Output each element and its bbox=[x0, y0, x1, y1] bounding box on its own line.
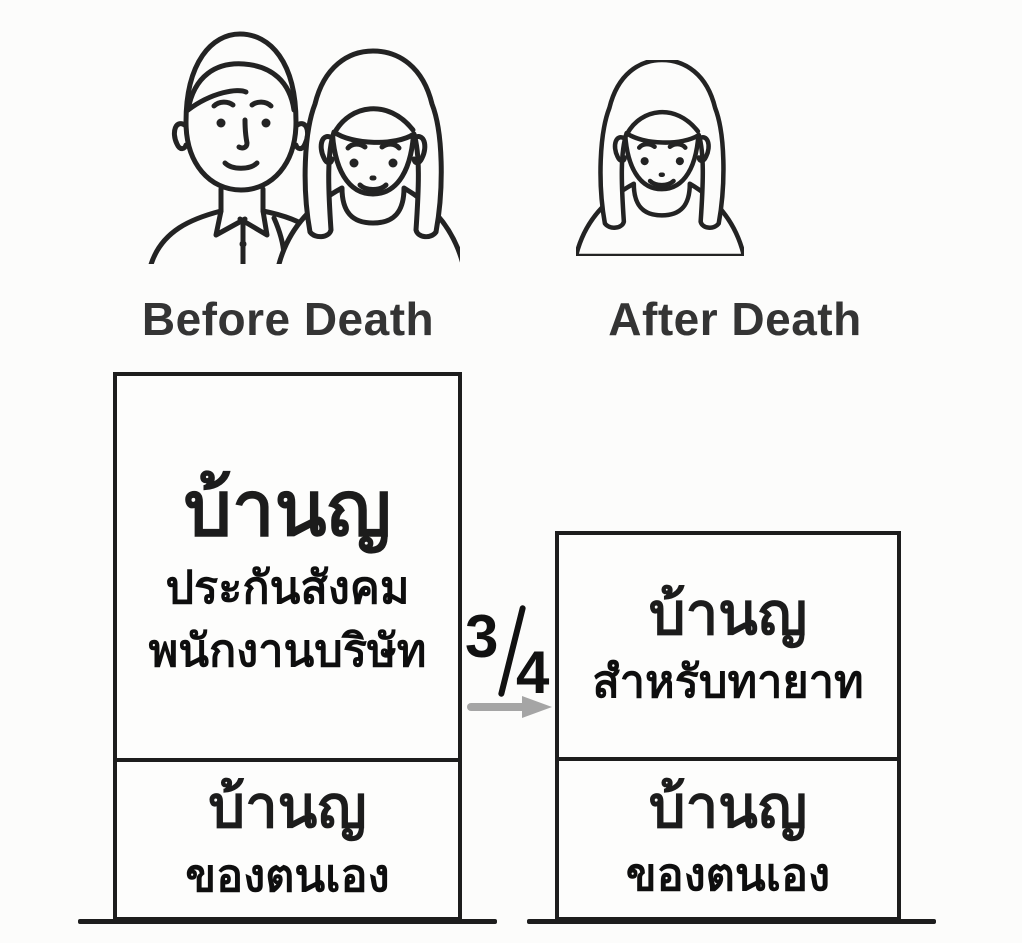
pension-for-heirs-box: บ้านญ สำหรับทายาท bbox=[559, 535, 897, 757]
after-death-heading: After Death bbox=[608, 293, 862, 345]
woman-icon bbox=[576, 60, 744, 256]
box-title: บ้านญ bbox=[183, 467, 392, 553]
ground-line-left bbox=[78, 919, 497, 924]
box-title: บ้านญ bbox=[648, 774, 808, 840]
box-title: บ้านญ bbox=[208, 775, 367, 841]
own-pension-box-right: บ้านญ ของตนเอง bbox=[559, 757, 897, 917]
three-quarters-fraction: 3 4 bbox=[463, 600, 559, 708]
before-death-heading: Before Death bbox=[141, 293, 435, 345]
couple-icon bbox=[148, 31, 460, 264]
box-subtitle: ของตนเอง bbox=[185, 849, 390, 901]
before-death-stack: บ้านญ ประกันสังคม พนักงานบริษัท บ้านญ ขอ… bbox=[113, 372, 462, 921]
pension-social-security-box: บ้านญ ประกันสังคม พนักงานบริษัท bbox=[117, 376, 458, 758]
fraction-denominator: 4 bbox=[516, 639, 550, 706]
after-death-stack: บ้านญ สำหรับทายาท บ้านญ ของตนเอง bbox=[555, 531, 901, 921]
ground-line-right bbox=[527, 919, 936, 924]
box-subtitle-line2: พนักงานบริษัท bbox=[148, 624, 427, 676]
box-subtitle: สำหรับทายาท bbox=[592, 656, 864, 708]
box-subtitle-line1: ประกันสังคม bbox=[165, 562, 410, 614]
box-title: บ้านญ bbox=[648, 581, 808, 647]
fraction-numerator: 3 bbox=[465, 603, 499, 670]
box-subtitle: ของตนเอง bbox=[625, 849, 831, 901]
right-arrow-icon bbox=[467, 696, 552, 718]
own-pension-box-left: บ้านญ ของตนเอง bbox=[117, 758, 458, 917]
